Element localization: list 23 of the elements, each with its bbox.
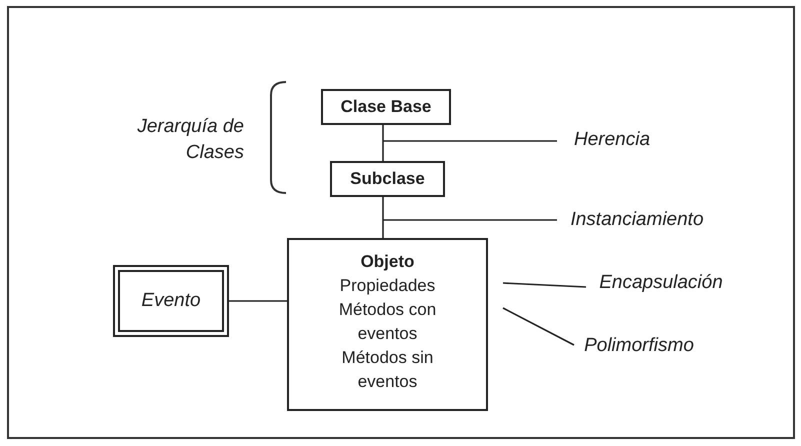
leader-line: [502, 282, 586, 288]
object-title: Objeto: [360, 251, 414, 273]
concept-label: Herencia: [572, 128, 652, 152]
leader-line: [383, 140, 557, 142]
member-text: Métodos con eventos: [338, 299, 438, 345]
leader-line: [502, 307, 574, 346]
class-box: [330, 161, 445, 197]
member-text: Propiedades: [338, 275, 436, 297]
connector-line: [382, 125, 384, 161]
class-box: [321, 89, 451, 125]
box-label: Clase Base: [340, 96, 432, 118]
concept-label: Encapsulación: [598, 271, 724, 295]
object-box: [287, 238, 488, 411]
connector-line: [229, 300, 287, 302]
connector-line: [382, 197, 384, 238]
event-box: [113, 265, 229, 337]
box-label: Evento: [141, 289, 201, 313]
concept-label: Instanciamiento: [569, 208, 705, 232]
group-label: Jerarquía de Clases: [136, 115, 244, 165]
member-text: Métodos sin eventos: [340, 347, 434, 393]
leader-line: [383, 219, 557, 221]
concept-label: Polimorfismo: [583, 334, 695, 358]
box-label: Subclase: [350, 168, 425, 190]
